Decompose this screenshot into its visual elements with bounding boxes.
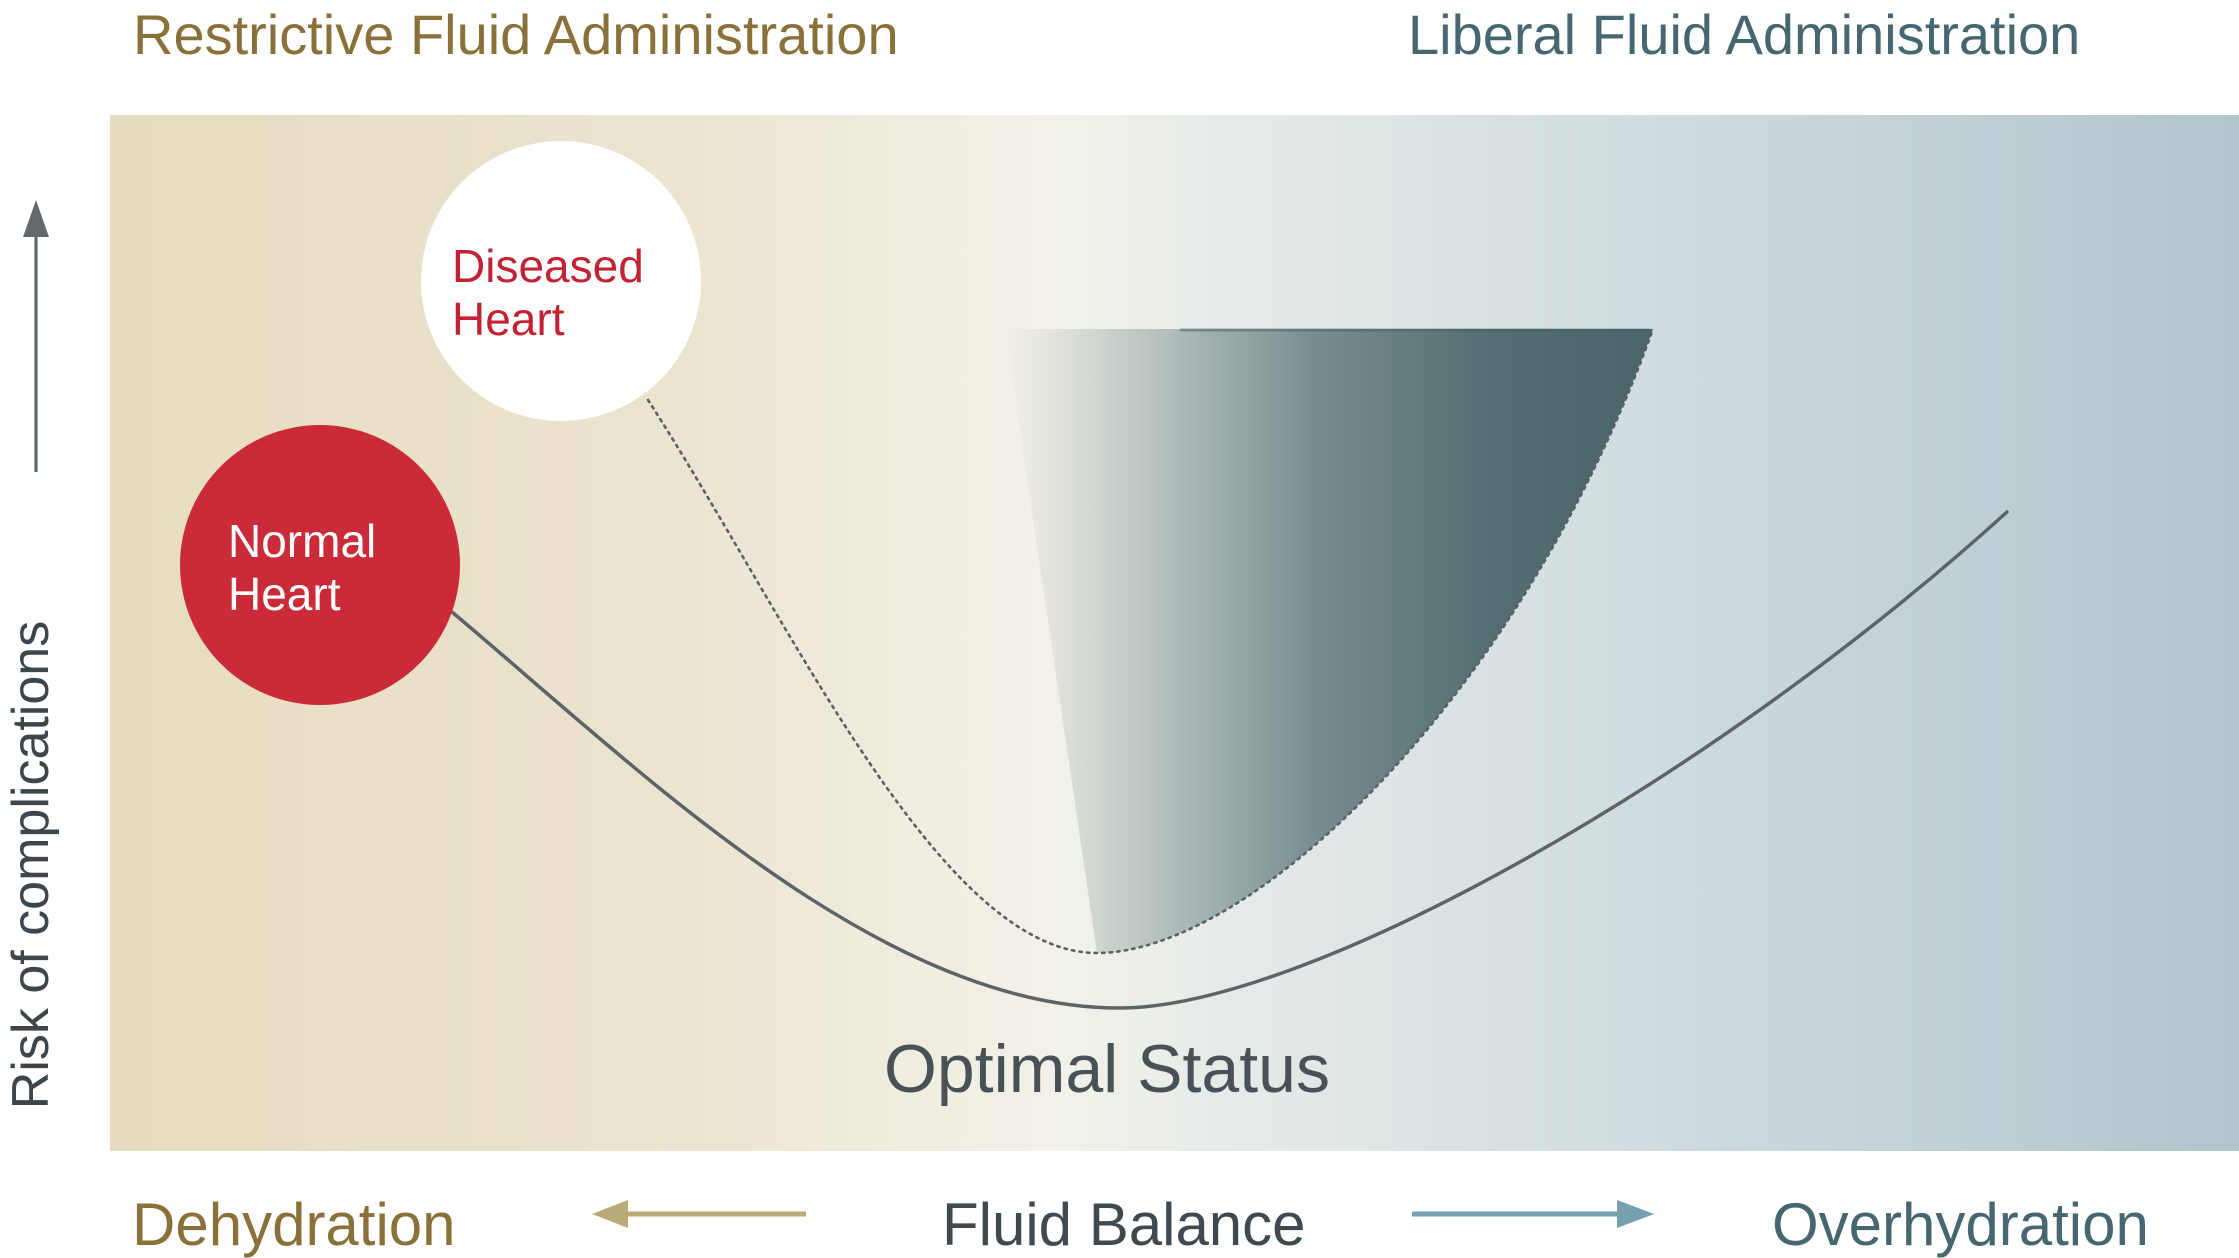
diseased-heart-curve [646, 327, 1655, 955]
y-axis-label: Risk of complications [2, 621, 60, 1109]
liberal-title: Liberal Fluid Administration [1408, 3, 2081, 66]
dehydration-arrow-icon [592, 1200, 806, 1228]
diseased-heart-marker [421, 141, 701, 421]
overhydration-arrow-icon [1412, 1200, 1654, 1228]
optimal-status-label: Optimal Status [884, 1031, 1330, 1107]
x-axis-label-fluid-balance: Fluid Balance [942, 1191, 1306, 1258]
restrictive-title: Restrictive Fluid Administration [133, 3, 899, 66]
diseased-heart-label: Diseased Heart [452, 240, 644, 346]
x-axis-label-overhydration: Overhydration [1772, 1191, 2149, 1258]
normal-heart-label: Normal Heart [228, 515, 377, 621]
normal-heart-marker [180, 425, 460, 705]
normal-heart-curve [450, 510, 2009, 1010]
risk-funnel-shape [1005, 329, 1653, 953]
risk-axis-arrow-icon [23, 200, 49, 472]
x-axis-label-dehydration: Dehydration [132, 1191, 456, 1258]
